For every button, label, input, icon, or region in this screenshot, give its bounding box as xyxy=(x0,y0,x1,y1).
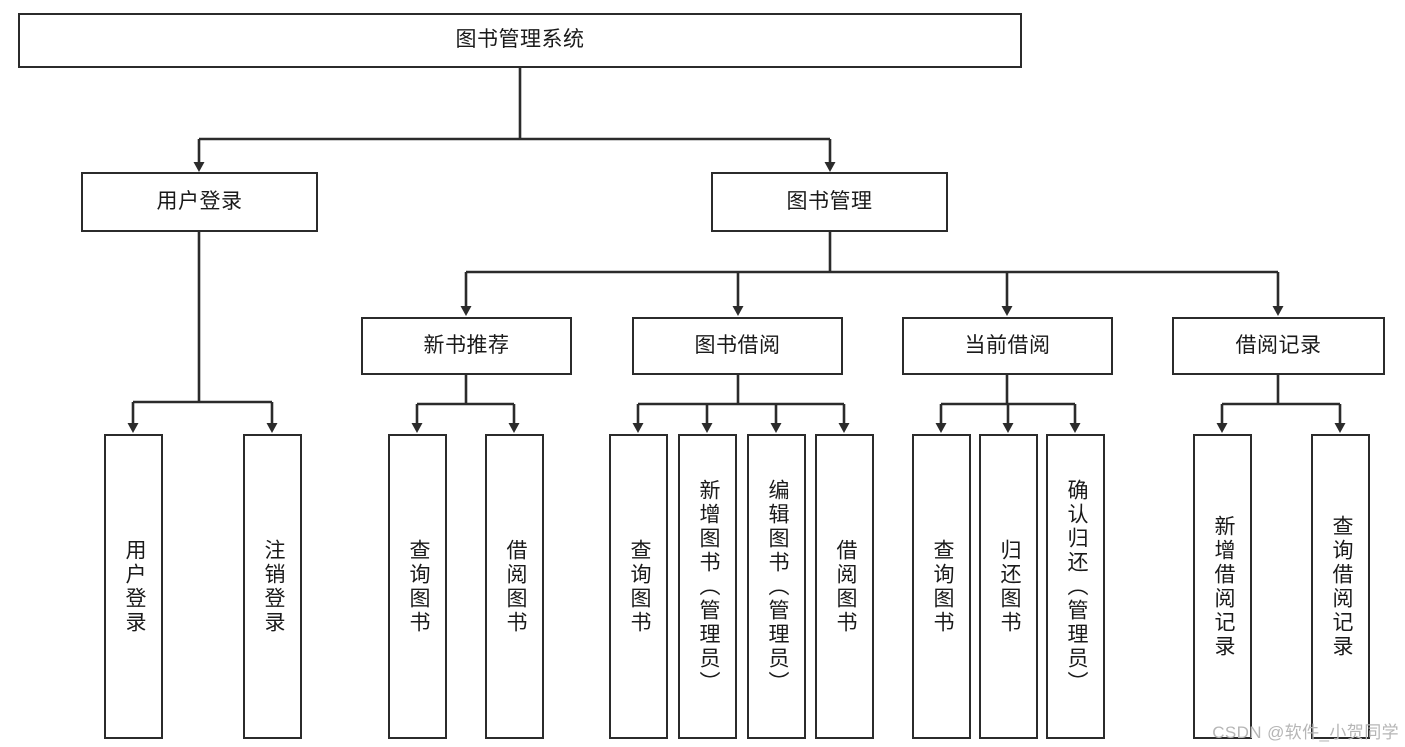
node-leaf-user-logout[interactable]: 注销登录 xyxy=(243,434,302,739)
node-user-login[interactable]: 用户登录 xyxy=(81,172,318,232)
node-label: 归还图书 xyxy=(997,538,1021,635)
node-label: 查询图书 xyxy=(627,538,651,635)
node-label: 查询图书 xyxy=(930,538,954,635)
node-label: 借阅图书 xyxy=(833,538,857,635)
node-label: 注销登录 xyxy=(261,538,285,635)
node-root-book-management-system[interactable]: 图书管理系统 xyxy=(18,13,1022,68)
node-label: 用户登录 xyxy=(156,189,243,213)
node-leaf-user-login[interactable]: 用户登录 xyxy=(104,434,163,739)
node-label: 借阅记录 xyxy=(1235,333,1322,357)
node-leaf-record-query[interactable]: 查询借阅记录 xyxy=(1311,434,1370,739)
node-label: 编辑图书（管理员） xyxy=(765,478,789,695)
node-label: 当前借阅 xyxy=(964,333,1051,357)
node-label: 新增借阅记录 xyxy=(1211,514,1235,659)
node-book-management[interactable]: 图书管理 xyxy=(711,172,948,232)
node-label: 新增图书（管理员） xyxy=(696,478,720,695)
node-leaf-borrow-edit-book-admin[interactable]: 编辑图书（管理员） xyxy=(747,434,806,739)
node-label: 查询图书 xyxy=(406,538,430,635)
node-leaf-borrow-query-book[interactable]: 查询图书 xyxy=(609,434,668,739)
node-new-book-recommend[interactable]: 新书推荐 xyxy=(361,317,572,375)
node-label: 查询借阅记录 xyxy=(1329,514,1353,659)
node-borrow-record[interactable]: 借阅记录 xyxy=(1172,317,1385,375)
node-label: 图书管理 xyxy=(786,189,873,213)
node-label: 借阅图书 xyxy=(503,538,527,635)
node-leaf-current-return-book[interactable]: 归还图书 xyxy=(979,434,1038,739)
node-label: 新书推荐 xyxy=(423,333,510,357)
node-label: 用户登录 xyxy=(122,538,146,635)
node-leaf-recommend-borrow-book[interactable]: 借阅图书 xyxy=(485,434,544,739)
node-leaf-current-confirm-return-admin[interactable]: 确认归还（管理员） xyxy=(1046,434,1105,739)
node-label: 图书借阅 xyxy=(694,333,781,357)
node-leaf-recommend-query-book[interactable]: 查询图书 xyxy=(388,434,447,739)
node-leaf-record-add[interactable]: 新增借阅记录 xyxy=(1193,434,1252,739)
node-leaf-borrow-borrow-book[interactable]: 借阅图书 xyxy=(815,434,874,739)
node-label: 图书管理系统 xyxy=(455,28,585,52)
csdn-watermark: CSDN @软件_小贺同学 xyxy=(1212,723,1399,742)
node-label: 确认归还（管理员） xyxy=(1064,478,1088,695)
node-leaf-borrow-add-book-admin[interactable]: 新增图书（管理员） xyxy=(678,434,737,739)
node-leaf-current-query-book[interactable]: 查询图书 xyxy=(912,434,971,739)
node-book-borrow[interactable]: 图书借阅 xyxy=(632,317,843,375)
node-current-borrow[interactable]: 当前借阅 xyxy=(902,317,1113,375)
